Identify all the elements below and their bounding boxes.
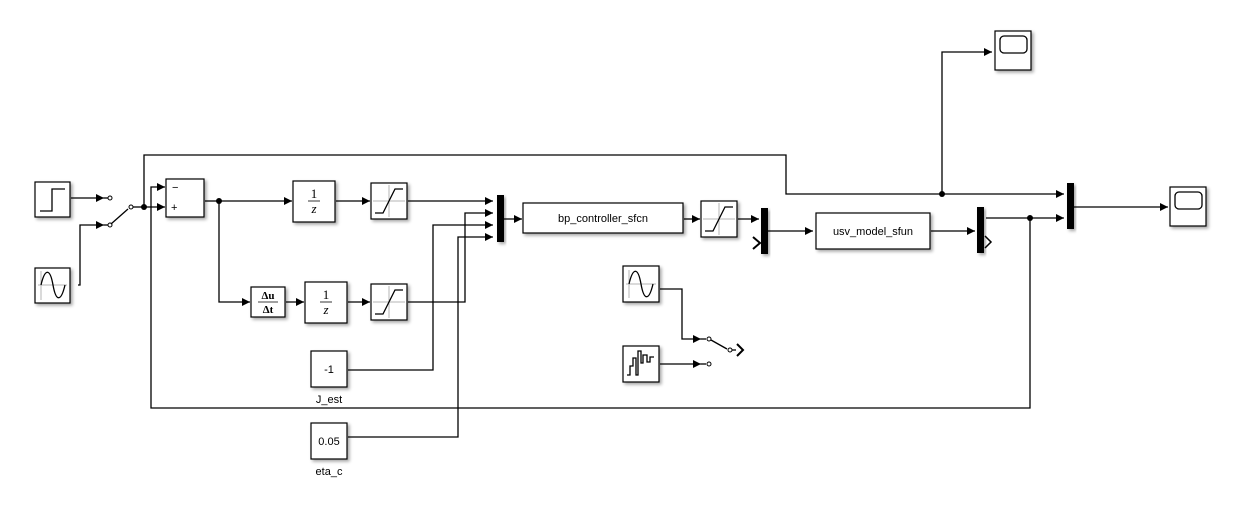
unit-delay-block-2[interactable]: 1 z: [304, 281, 348, 324]
wire-reference-to-scope1[interactable]: [941, 48, 992, 194]
branch-point: [939, 191, 945, 197]
controller-block-name: bp_controller_sfcn: [558, 213, 648, 225]
saturation-block-3[interactable]: [700, 200, 738, 238]
manual-switch-icon: [104, 195, 137, 228]
saturation-block-2[interactable]: [370, 283, 408, 321]
derivative-block[interactable]: Δu Δt: [250, 286, 286, 318]
wire-sine2-to-switch2[interactable]: [660, 288, 701, 343]
manual-switch-block-2[interactable]: [701, 336, 745, 367]
constant-value: -1: [324, 364, 334, 376]
branch-point: [1027, 215, 1033, 221]
sum-plus-sign: +: [171, 202, 177, 214]
random-number-block[interactable]: [622, 345, 660, 383]
sine-wave-block[interactable]: [34, 267, 71, 304]
unit-delay-denominator: z: [310, 201, 316, 216]
controller-sfunction-block[interactable]: bp_controller_sfcn: [522, 202, 684, 234]
unit-delay-numerator: 1: [311, 186, 318, 201]
unit-delay-denominator: z: [322, 302, 328, 317]
saturation-icon: [373, 185, 405, 217]
sine-wave-icon: [38, 271, 67, 300]
branch-point: [216, 198, 222, 204]
sine-wave-icon: [626, 270, 656, 298]
step-icon: [40, 188, 65, 212]
sum-minus-sign: −: [172, 182, 178, 194]
branch-point: [141, 204, 147, 210]
unconnected-output-port-icon: [736, 343, 745, 357]
plant-sfunction-block[interactable]: usv_model_sfun: [815, 212, 931, 250]
sum-block[interactable]: − +: [165, 178, 205, 218]
unconnected-input-port-icon: [752, 236, 762, 250]
unit-delay-numerator: 1: [323, 287, 330, 302]
manual-switch-block[interactable]: [104, 195, 137, 228]
constant-name-label[interactable]: eta_c: [316, 466, 343, 478]
saturation-icon: [703, 203, 735, 235]
derivative-numerator: Δu: [261, 290, 274, 302]
derivative-denominator: Δt: [263, 304, 274, 316]
wire-sat2-to-mux1[interactable]: [408, 209, 493, 303]
wire-feedback-to-sum-minus[interactable]: [150, 183, 1031, 409]
scope-block-2[interactable]: [1169, 186, 1207, 227]
demux-block[interactable]: [977, 207, 993, 253]
saturation-icon: [373, 286, 405, 318]
manual-switch-icon: [701, 336, 745, 367]
sine-wave-block-2[interactable]: [622, 265, 660, 303]
scope-icon: [1174, 191, 1203, 210]
mux-block-1[interactable]: [497, 195, 504, 242]
step-block[interactable]: [34, 181, 71, 218]
scope-icon: [999, 35, 1028, 54]
mux-block-2[interactable]: [752, 208, 768, 254]
wire-eta-to-mux1[interactable]: [348, 233, 493, 438]
wire-error-to-derivative[interactable]: [218, 201, 250, 306]
unit-delay-block-1[interactable]: 1 z: [292, 180, 336, 223]
plant-block-name: usv_model_sfun: [833, 226, 913, 238]
wire-jest-to-mux1[interactable]: [348, 221, 493, 371]
unconnected-output-port-icon: [984, 235, 993, 249]
saturation-block-1[interactable]: [370, 182, 408, 220]
wire-reference-to-mux3[interactable]: [143, 154, 1064, 207]
constant-name-label[interactable]: J_est: [316, 394, 342, 406]
mux-block-3[interactable]: [1067, 183, 1074, 229]
wire-sine-to-switch[interactable]: [78, 221, 104, 286]
constant-block-j-est[interactable]: -1 J_est: [310, 350, 348, 406]
scope-block-1[interactable]: [994, 30, 1032, 71]
constant-block-eta-c[interactable]: 0.05 eta_c: [310, 422, 348, 478]
constant-value: 0.05: [318, 436, 339, 448]
signal-lines: [71, 48, 1168, 438]
random-signal-icon: [627, 350, 654, 376]
